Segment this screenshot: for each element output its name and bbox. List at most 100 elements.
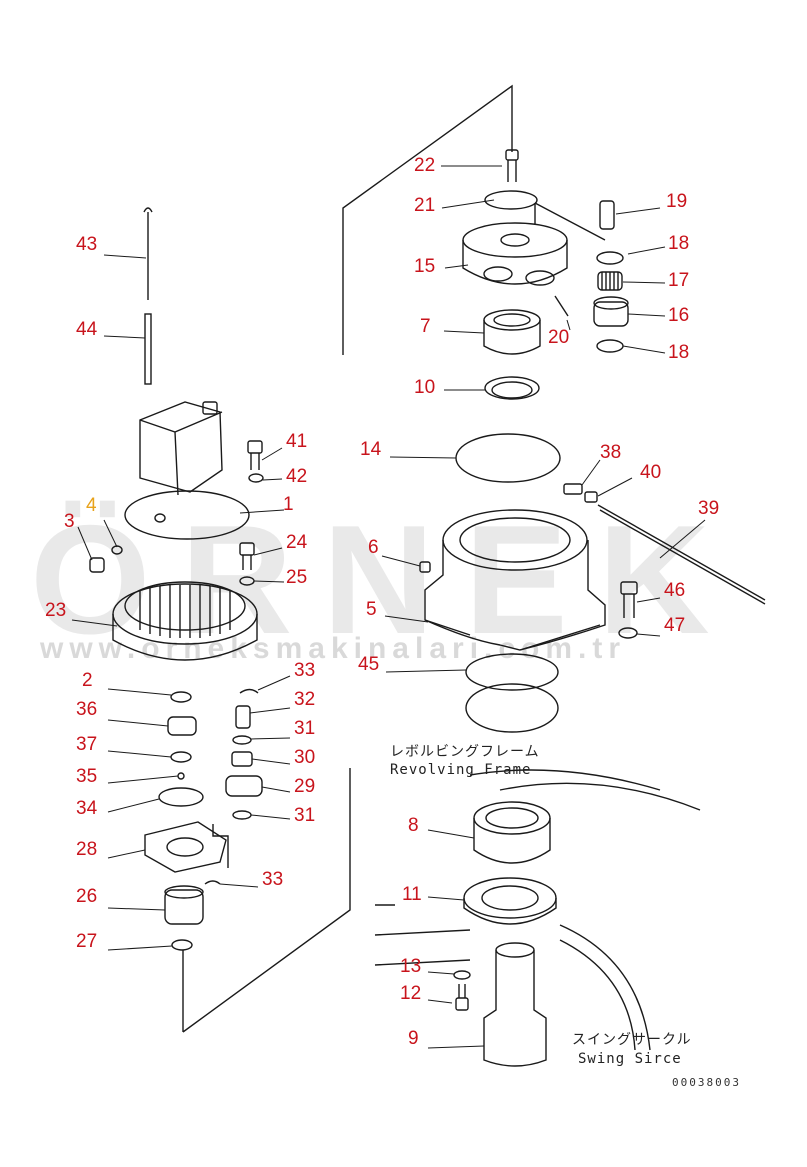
callout-19: 19 (666, 191, 688, 212)
part-15-carrier (462, 202, 606, 286)
callout-34: 34 (76, 798, 98, 819)
revolving-frame-label-en: Revolving Frame (390, 762, 532, 778)
part-45-o-ring (465, 653, 559, 733)
part-28-carrier-plate (144, 821, 227, 873)
callout-22: 22 (414, 155, 436, 176)
callout-25: 25 (286, 567, 308, 588)
part-16-planet-gear (593, 296, 629, 327)
callout-44: 44 (76, 319, 98, 340)
callout-18-upper: 18 (668, 233, 690, 254)
part-10-ring (484, 376, 540, 400)
part-4-o-ring (111, 545, 123, 555)
part-23-ring-gear (112, 581, 258, 661)
callout-32: 32 (294, 689, 316, 710)
part-20-spring-pin (554, 295, 569, 317)
callout-39: 39 (698, 498, 720, 519)
leader-lines (71, 165, 706, 1049)
part-40-elbow (584, 491, 598, 503)
callout-30: 30 (294, 747, 316, 768)
assembly-bracket-right (342, 84, 513, 355)
callout-10: 10 (414, 377, 436, 398)
callout-1: 1 (283, 494, 294, 515)
callout-23: 23 (45, 600, 67, 621)
callout-9: 9 (408, 1028, 419, 1049)
callout-27: 27 (76, 931, 98, 952)
part-31-washer-upper (232, 735, 252, 745)
part-11-cover (463, 877, 557, 925)
part-38-fitting (563, 483, 583, 495)
assembly-bracket-left (182, 768, 351, 1033)
part-43-dipstick (143, 207, 153, 300)
callout-41: 41 (286, 431, 308, 452)
callout-33-upper: 33 (294, 660, 316, 681)
part-5-housing (424, 509, 606, 651)
callout-42: 42 (286, 466, 308, 487)
part-6-plug (419, 561, 431, 573)
part-26-gear (164, 885, 204, 925)
callout-8: 8 (408, 815, 419, 836)
part-27-ring (171, 939, 193, 951)
swing-circle-label-en: Swing Sirce (578, 1051, 682, 1067)
callout-33-lower: 33 (262, 869, 284, 890)
callout-43: 43 (76, 234, 98, 255)
callout-11: 11 (402, 884, 422, 905)
part-24-bolt (239, 542, 255, 570)
part-12-bolt (455, 984, 469, 1011)
part-37-disc (170, 751, 192, 763)
part-18-washer-upper (596, 251, 624, 265)
callout-46: 46 (664, 580, 686, 601)
part-33-snap-ring (239, 688, 259, 694)
callout-14: 14 (360, 439, 382, 460)
callout-35: 35 (76, 766, 98, 787)
part-2-ring (170, 691, 192, 703)
callout-2: 2 (82, 670, 93, 691)
part-7-bearing (483, 309, 541, 355)
callout-5: 5 (366, 599, 377, 620)
callout-36: 36 (76, 699, 98, 720)
part-8-bearing (473, 801, 551, 864)
part-36-gear (167, 716, 197, 736)
part-14-o-ring (455, 433, 561, 483)
callout-47: 47 (664, 615, 686, 636)
part-39-tube (597, 504, 766, 605)
callout-28: 28 (76, 839, 98, 860)
swing-motor-assembly (139, 401, 223, 496)
part-35-ball (177, 772, 185, 780)
left-gear-bracket (212, 824, 229, 868)
part-33-snap-ring-lower (204, 880, 221, 885)
part-30-needle-bearing (231, 751, 253, 767)
part-47-washer (618, 627, 638, 639)
callout-18-lower: 18 (668, 342, 690, 363)
part-25-washer (239, 576, 255, 586)
part-21-plate (484, 190, 538, 210)
swing-circle-label-jp: スイングサークル (572, 1032, 692, 1048)
callout-16: 16 (668, 305, 690, 326)
part-31-washer-lower (232, 810, 252, 820)
part-42-washer (248, 473, 264, 483)
callout-26: 26 (76, 886, 98, 907)
part-1-flange (124, 490, 250, 540)
watermark-brand: ÖRNEK (30, 493, 740, 666)
part-29-planet-gear (225, 775, 263, 797)
part-46-bolt (620, 581, 638, 618)
callout-21: 21 (414, 195, 436, 216)
callout-7: 7 (420, 316, 431, 337)
part-32-pin (235, 705, 251, 729)
callout-38: 38 (600, 442, 622, 463)
callout-20: 20 (548, 327, 570, 348)
callout-3: 3 (64, 511, 75, 532)
revolving-frame-label-jp: レボルビングフレーム (390, 744, 540, 760)
callout-15: 15 (414, 256, 436, 277)
callout-17: 17 (668, 270, 690, 291)
callout-24: 24 (286, 532, 308, 553)
part-34-plate (158, 787, 204, 807)
callout-45: 45 (358, 654, 380, 675)
drawing-code: 00038003 (672, 1076, 741, 1089)
part-13-washer (453, 970, 471, 980)
callout-6: 6 (368, 537, 379, 558)
part-9-pinion-shaft (483, 942, 547, 1067)
callout-4: 4 (86, 495, 97, 516)
part-19-pin (599, 200, 615, 230)
